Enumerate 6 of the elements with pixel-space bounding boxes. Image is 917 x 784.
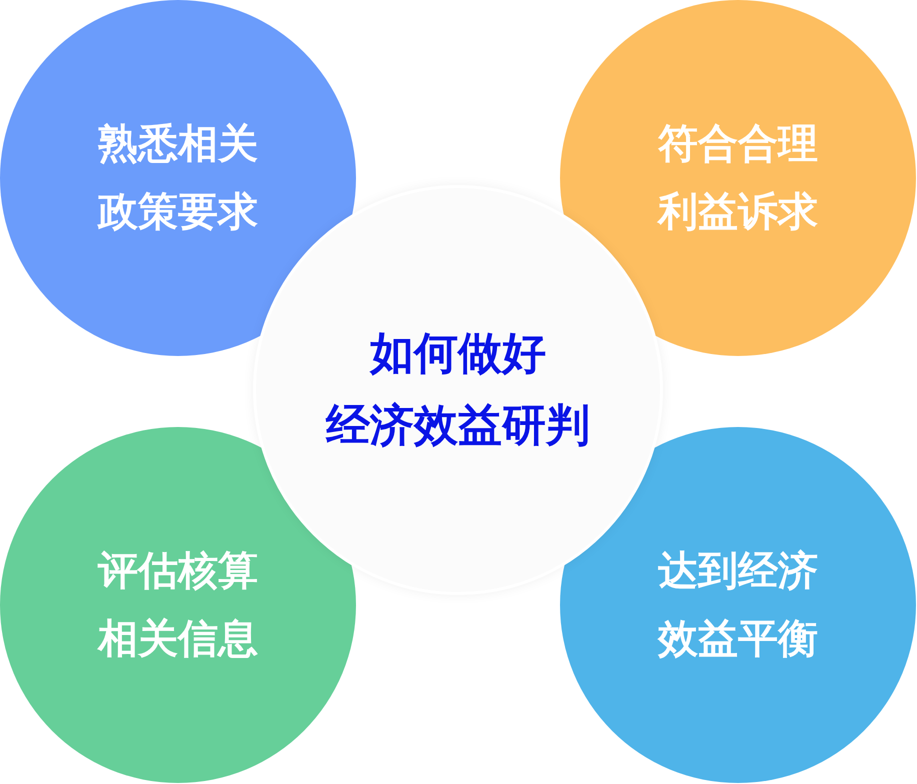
center-title: 如何做好 [370,327,546,381]
circle-label: 达到经济效益平衡 [657,547,819,664]
circle-label: 评估核算相关信息 [97,547,259,664]
center-title: 经济效益研判 [326,399,590,453]
circle-label: 熟悉相关政策要求 [97,120,259,237]
circle-label: 符合合理利益诉求 [657,120,819,237]
